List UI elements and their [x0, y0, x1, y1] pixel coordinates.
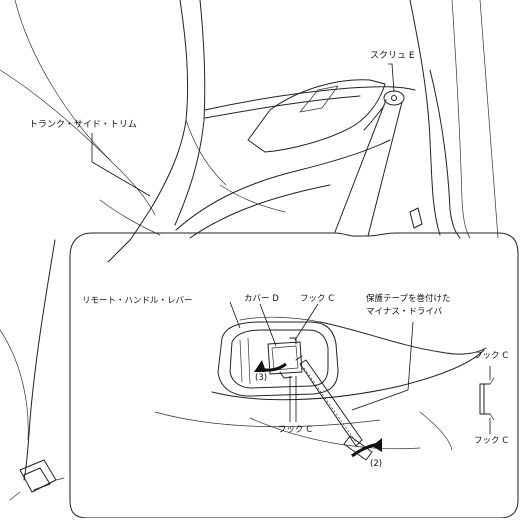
label-hook-c-bottom: フック C	[278, 425, 313, 435]
label-cover-d: カバー D	[244, 294, 279, 304]
label-step-3: (3)	[255, 373, 268, 383]
background-leaders	[91, 63, 395, 197]
label-detail-hook-c-top: フック C	[474, 351, 509, 361]
label-step-2: (2)	[370, 459, 383, 469]
label-hook-c-top: フック C	[300, 294, 335, 304]
trunk-interior-drawing	[0, 0, 499, 501]
label-driver-line2: マイナス・ドライバ	[366, 307, 443, 317]
label-trunk-side-trim: トランク・サイド・トリム	[29, 120, 137, 130]
label-driver-line1: 保護テープを巻付けた	[366, 294, 451, 304]
remote-handle-lever-detail	[154, 301, 487, 461]
hook-c-section-detail	[479, 366, 495, 434]
detail-inset	[69, 232, 519, 519]
label-detail-hook-c-bottom: フック C	[474, 436, 509, 446]
label-screw-e: スクリュ E	[370, 51, 415, 61]
detail-callout-leader	[334, 99, 403, 237]
label-remote-handle-lever: リモート・ハンドル・レバー	[82, 296, 193, 306]
